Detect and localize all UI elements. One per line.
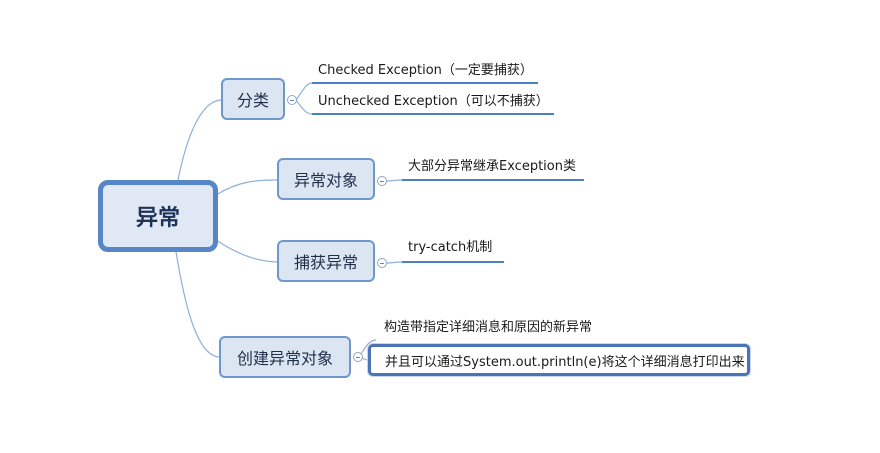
branch-label: 异常对象 [293, 171, 358, 190]
root-node[interactable]: 异常 [98, 180, 218, 252]
branch-label: 创建异常对象 [236, 349, 333, 368]
leaf-label: Unchecked Exception（可以不捕获） [318, 94, 549, 109]
leaf-try-catch: try-catch机制 [408, 240, 492, 256]
branch-node-create-exception[interactable]: 创建异常对象 [219, 336, 351, 378]
leaf-checked-exception: Checked Exception（一定要捕获） [318, 63, 533, 79]
branch-label: 分类 [236, 91, 269, 110]
leaf-exception-class: 大部分异常继承Exception类 [408, 159, 576, 175]
leaf-underline [312, 113, 554, 115]
leaf-underline [402, 261, 504, 263]
collapse-toggle-icon[interactable] [377, 176, 387, 186]
connector-root-branch-3 [215, 239, 279, 263]
connector-branch-2-leaf-1 [386, 179, 403, 182]
collapse-toggle-icon[interactable] [377, 258, 387, 268]
connector-root-branch-4 [175, 251, 221, 358]
leaf-label: Checked Exception（一定要捕获） [318, 63, 533, 78]
root-label: 异常 [135, 206, 180, 231]
branch-node-classification[interactable]: 分类 [221, 78, 285, 120]
connector-branch-3-leaf-1 [386, 261, 403, 264]
connector-branch-1-leaf-2 [295, 99, 313, 115]
leaf-constructor-message: 构造带指定详细消息和原因的新异常 [384, 320, 592, 336]
connector-root-branch-2 [215, 179, 279, 196]
leaf-label: try-catch机制 [408, 240, 493, 255]
leaf-label: 构造带指定详细消息和原因的新异常 [384, 320, 593, 335]
collapse-toggle-icon[interactable] [287, 95, 297, 105]
leaf-label: 并且可以通过System.out.println(e)将这个详细消息打印出来 [385, 354, 745, 370]
leaf-unchecked-exception: Unchecked Exception（可以不捕获） [318, 94, 549, 110]
connector-branch-1-leaf-1 [295, 82, 313, 101]
leaf-underline [312, 82, 538, 84]
leaf-underline [402, 179, 584, 181]
leaf-label: 大部分异常继承Exception类 [408, 159, 576, 174]
branch-node-catch-exception[interactable]: 捕获异常 [277, 240, 375, 282]
branch-label: 捕获异常 [293, 253, 358, 272]
branch-node-exception-object[interactable]: 异常对象 [277, 158, 375, 200]
collapse-toggle-icon[interactable] [353, 352, 363, 362]
leaf-println-message[interactable]: 并且可以通过System.out.println(e)将这个详细消息打印出来 [368, 344, 750, 376]
connector-root-branch-1 [177, 99, 223, 181]
